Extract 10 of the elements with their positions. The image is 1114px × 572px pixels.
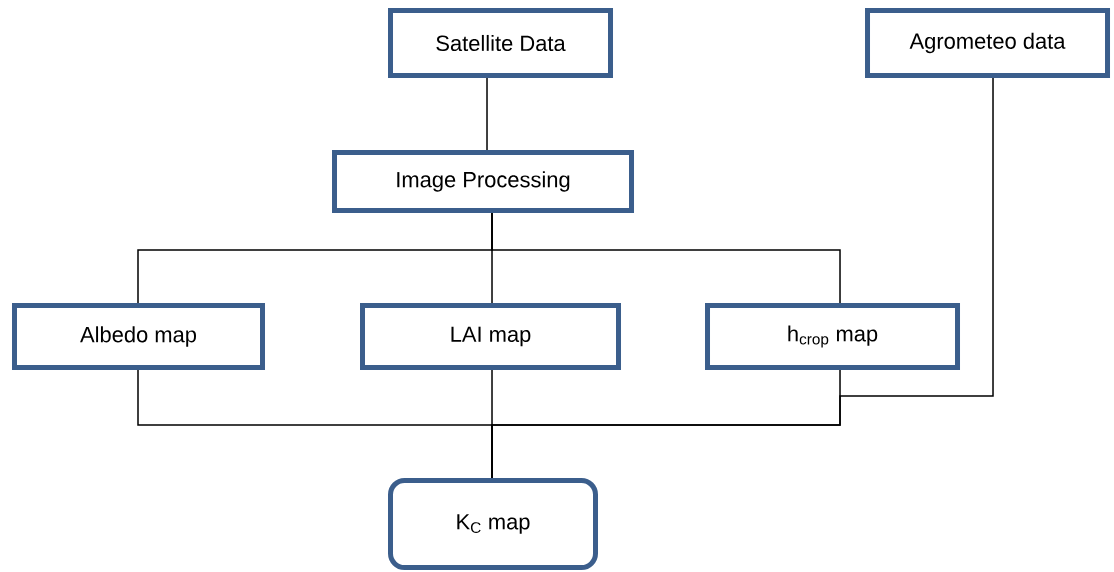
connector-line [491,212,841,304]
rounded-box: K$_{C}$ map [388,478,598,570]
process-box: Albedo map [12,303,265,370]
process-box: Image Processing [332,150,634,213]
process-box: Agrometeo data [865,8,1110,78]
connector-line [491,77,994,479]
process-box: h$_{crop}$ map [705,303,960,370]
process-box: Satellite Data [388,8,613,78]
connector-line [486,77,488,151]
process-box: LAI map [360,303,621,370]
